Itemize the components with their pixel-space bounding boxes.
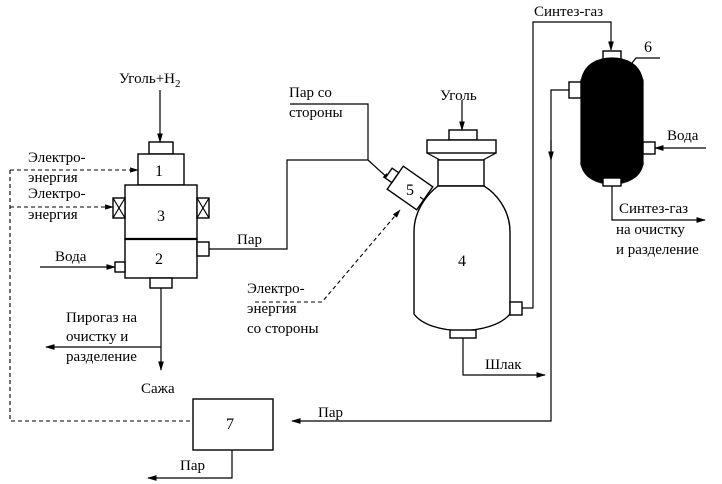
unit-4-gasifier [413, 129, 523, 339]
label-steam-out: Пар [180, 458, 205, 474]
steam-out-arrow [147, 450, 233, 481]
unit6-leader [623, 57, 660, 74]
label-n7: 7 [226, 416, 234, 433]
label-syngas-out-c: и разделение [616, 242, 699, 258]
steam-to-5-arrow [209, 159, 392, 250]
label-soot: Сажа [141, 381, 175, 397]
water-inlet-nozzle [114, 261, 126, 273]
unit6-water-nozzle [642, 141, 656, 155]
unit-1 [137, 153, 185, 186]
left-electrode [112, 197, 126, 219]
label-steam-ext-b: стороны [289, 105, 343, 121]
steam-external-line [290, 103, 369, 160]
label-electro-ext-c: со стороны [247, 321, 319, 337]
label-syngas-top: Синтез-газ [534, 4, 603, 20]
label-n4: 4 [458, 253, 466, 270]
unit-7 [192, 398, 274, 451]
unit-5 [384, 165, 434, 211]
label-coal-h2: Уголь+H2 [119, 71, 181, 90]
slag-arrow [462, 338, 546, 378]
label-electro-ext-a: Электро- [247, 281, 305, 297]
label-steam-return: Пар [318, 405, 343, 421]
label-electro2-a: Электро- [28, 186, 86, 202]
unit-2 [124, 238, 198, 279]
unit4-side-nozzle [509, 301, 523, 316]
label-pyrogas-a: Пирогаз на [66, 310, 137, 326]
label-slag: Шлак [485, 357, 522, 373]
right-electrode [196, 197, 210, 219]
unit4-slag-nozzle [449, 329, 477, 339]
label-pyrogas-b: очистку и [66, 329, 128, 345]
label-electro2-b: энергия [28, 207, 78, 223]
syngas-out-arrow [611, 186, 706, 223]
label-pyrogas-c: разделение [66, 349, 137, 365]
label-electro1-b: энергия [28, 170, 78, 186]
left-reactor [112, 141, 210, 289]
label-steam-ext-a: Пар со [289, 85, 332, 101]
label-coal-top: Уголь [440, 88, 477, 104]
label-syngas-out-b: на очистку [616, 222, 685, 238]
label-n5: 5 [406, 182, 414, 199]
label-water-right: Вода [667, 128, 699, 144]
steam-return-arrow [291, 89, 569, 424]
unit4-top-flange [426, 139, 497, 154]
unit6-steam-nozzle [568, 81, 582, 99]
label-syngas-out-a: Синтез-газ [619, 201, 688, 217]
electro-return-dashed [9, 170, 193, 422]
label-water-left: Вода [55, 249, 87, 265]
unit-3 [124, 184, 198, 240]
label-steam-mid: Пар [237, 232, 262, 248]
syngas-to-6-arrow [522, 21, 614, 309]
label-n6: 6 [644, 39, 652, 56]
unit-6-boiler [568, 50, 656, 187]
electro-external-arrow [255, 209, 401, 303]
unit4-coal-nozzle [448, 129, 478, 141]
unit1-inlet-nozzle [148, 141, 174, 155]
label-n3: 3 [157, 208, 165, 225]
label-n2: 2 [155, 251, 163, 268]
unit4-neck [437, 159, 485, 187]
label-n1: 1 [155, 163, 163, 180]
steam-outlet-nozzle [196, 241, 210, 257]
label-electro-ext-b: энергия [247, 301, 297, 317]
unit6-bottom-nozzle [602, 177, 622, 187]
bottom-nozzle [149, 277, 173, 289]
unit6-body [580, 79, 644, 166]
label-electro1-a: Электро- [28, 150, 86, 166]
